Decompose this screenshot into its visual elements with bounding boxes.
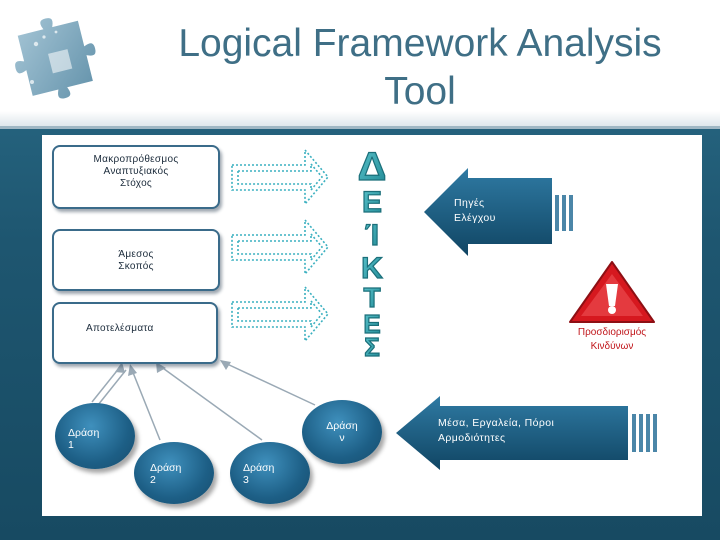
title-divider bbox=[0, 126, 720, 129]
risk-label: Προσδιορισμός Κινδύνων bbox=[577, 327, 647, 352]
indicators-word: Δ Ε Ί Κ Τ Ε Σ bbox=[357, 144, 387, 362]
puzzle-icon bbox=[13, 16, 104, 101]
means-arrow bbox=[396, 396, 657, 470]
action-oval-n: Δράση ν bbox=[302, 400, 382, 464]
indicator-letter: Κ bbox=[361, 252, 383, 285]
sources-label: Πηγές Ελέγχου bbox=[454, 197, 496, 224]
slide-title: Logical Framework Analysis Tool bbox=[178, 22, 662, 113]
dotted-arrow-3 bbox=[231, 284, 330, 344]
indicator-letter: Ε bbox=[362, 186, 382, 219]
action-oval-3: Δράση 3 bbox=[230, 442, 310, 504]
action-oval-2: Δράση 2 bbox=[134, 442, 214, 504]
level-box-results: Αποτελέσματα bbox=[52, 302, 218, 364]
indicator-letter: Σ bbox=[364, 332, 380, 362]
indicator-letter: Ε bbox=[363, 309, 380, 339]
dotted-arrow-2 bbox=[231, 217, 330, 277]
indicator-letter: Τ bbox=[363, 282, 380, 313]
indicator-letter: Δ bbox=[358, 145, 387, 189]
title-band bbox=[0, 0, 720, 126]
connector-arrowheads bbox=[115, 360, 231, 376]
means-label: Μέσα, Εργαλεία, Πόροι Αρμοδιότητες bbox=[438, 417, 555, 444]
level-box-goal: Μακροπρόθεσμος Αναπτυξιακός Στόχος bbox=[52, 145, 220, 209]
warning-icon bbox=[569, 261, 655, 323]
action-oval-1: Δράση 1 bbox=[55, 403, 135, 469]
sources-arrow bbox=[424, 168, 573, 256]
action-connectors bbox=[91, 362, 316, 441]
dotted-arrow-1 bbox=[231, 147, 330, 207]
level-box-purpose: Άμεσος Σκοπός bbox=[52, 229, 220, 291]
indicator-letter: Ί bbox=[365, 219, 379, 252]
